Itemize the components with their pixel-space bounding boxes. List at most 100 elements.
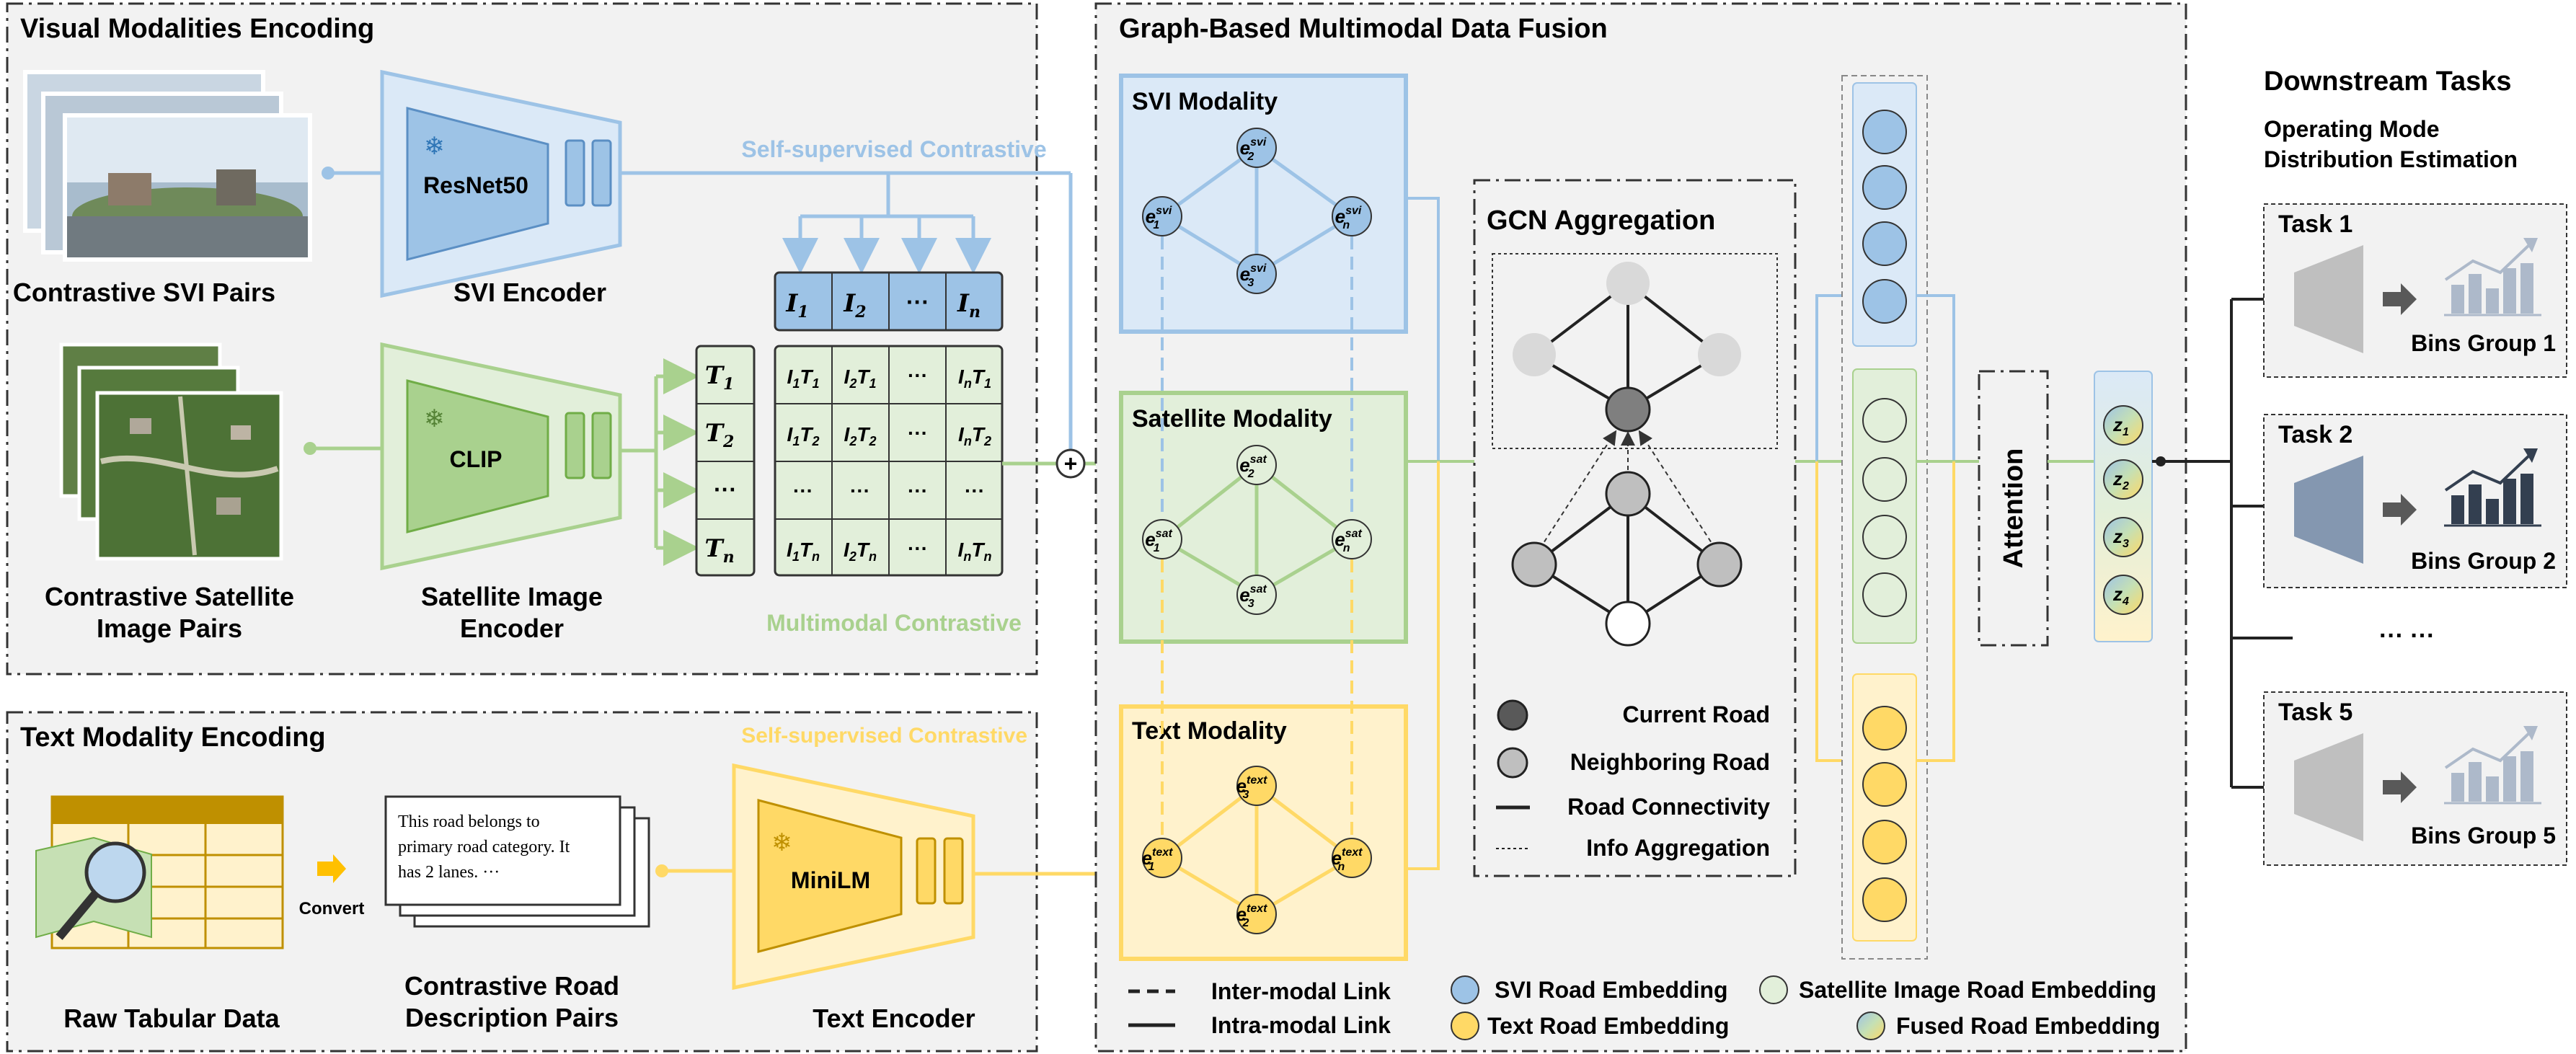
arrow-right-icon [2383,494,2417,526]
magnifier-icon [84,841,146,903]
svi-encoder: ❄ ResNet50 [380,69,622,298]
text-encoder: ❄ MiniLM [732,763,975,991]
attention-label: Attention [1999,448,2029,569]
svg-text:has 2 lanes. ···: has 2 lanes. ··· [398,863,500,882]
svg-text:Neighboring Road: Neighboring Road [1570,749,1770,775]
svg-text:Inter-modal Link: Inter-modal Link [1211,978,1391,1004]
svg-text:Bins Group 5: Bins Group 5 [2411,823,2556,849]
fusion-panel: Graph-Based Multimodal Data Fusion SVI M… [1094,2,2187,1053]
tabular-label: Raw Tabular Data [63,1004,280,1033]
svg-text:Task 1: Task 1 [2278,211,2353,238]
sat-encoder-label-2: Encoder [460,614,564,643]
svg-text:···: ··· [793,479,813,502]
text-encoding-title: Text Modality Encoding [20,722,326,753]
svg-text:Distribution Estimation: Distribution Estimation [2264,146,2518,172]
svi-pairs-label: Contrastive SVI Pairs [13,278,275,307]
svg-text:z3: z3 [2112,526,2129,550]
svi-modality-title: SVI Modality [1132,88,1278,115]
task-1-card: Task 1 Bins Group 1 [2263,203,2567,378]
text-encoding-panel: Text Modality Encoding Self-supervised C… [6,711,1038,1053]
svg-text:+: + [1064,451,1078,477]
sat-pairs-label-1: Contrastive Satellite [45,582,294,611]
fusion-title: Graph-Based Multimodal Data Fusion [1119,14,1608,44]
svg-text:I2Tn: I2Tn [844,539,877,564]
svg-text:I2T2: I2T2 [844,423,877,448]
concat-plus-icon [1055,448,1086,479]
desc-pairs-label-2: Description Pairs [405,1003,619,1032]
svg-text:···: ··· [908,364,928,386]
svg-text:primary road category. It: primary road category. It [398,838,570,856]
svg-text:Task 2: Task 2 [2278,421,2353,448]
frozen-snowflake-icon: ❄ [424,405,445,433]
svg-text:z4: z4 [2112,583,2129,608]
svg-text:··· ···: ··· ··· [2379,622,2435,650]
svg-text:Intra-modal Link: Intra-modal Link [1211,1012,1391,1038]
convert-label: Convert [299,899,365,918]
similarity-matrix: I1T1 I2T1 InT1 I1T2 I2T2 InT2 I1Tn I2Tn … [774,345,1004,577]
svg-text:T2: T2 [705,419,735,451]
gcn-legend: Current Road Neighboring Road Road Conne… [1496,699,1770,861]
arrow-right-icon [2383,283,2417,315]
svg-text:I1: I1 [785,289,808,322]
svg-text:Operating Mode: Operating Mode [2264,116,2440,142]
svg-text:This road belongs to: This road belongs to [398,812,540,831]
svi-backbone-label: ResNet50 [423,172,528,198]
svg-text:InT2: InT2 [958,423,991,448]
svg-text:···: ··· [714,477,737,502]
text-token-column: T1 T2 ··· Tn [695,345,756,577]
gcn-title: GCN Aggregation [1487,205,1715,236]
svg-text:SVI Road Embedding: SVI Road Embedding [1495,977,1728,1003]
svg-text:I2T1: I2T1 [844,366,877,391]
attention-box [1978,370,2049,647]
svg-text:Road Connectivity: Road Connectivity [1567,794,1770,820]
svg-text:z2: z2 [2112,468,2129,492]
multimodal-contrastive-label: Multimodal Contrastive [766,610,1022,636]
svg-text:Current Road: Current Road [1623,701,1770,727]
svg-text:I1T1: I1T1 [787,366,820,391]
sat-backbone-label: CLIP [450,446,503,472]
svg-text:Bins Group 1: Bins Group 1 [2411,330,2556,356]
satellite-modality-title: Satellite Modality [1132,405,1332,433]
text-modality-title: Text Modality [1132,717,1287,745]
svg-text:···: ··· [965,479,985,502]
svg-text:T1: T1 [705,361,735,394]
image-token-row: I1 I2 ··· In [774,271,1004,332]
road-description-stack: This road belongs to primary road catego… [384,795,650,928]
sat-encoder-label-1: Satellite Image [421,582,603,611]
svg-text:Info Aggregation: Info Aggregation [1586,835,1770,861]
svi-image-stack [23,70,312,262]
svg-text:z1: z1 [2112,414,2129,438]
svg-text:···: ··· [906,289,929,315]
bottom-legend: Inter-modal Link Intra-modal Link SVI Ro… [1128,975,2160,1040]
frozen-snowflake-icon: ❄ [424,133,445,160]
svg-text:I1T2: I1T2 [787,423,820,448]
sat-pairs-label-2: Image Pairs [97,614,242,643]
svi-self-supervised-label: Self-supervised Contrastive [741,136,1046,162]
tabular-data-icon [35,795,284,949]
text-self-supervised-label: Self-supervised Contrastive [741,724,1027,748]
arrow-right-icon [2383,771,2417,803]
svg-text:Text Road Embedding: Text Road Embedding [1487,1013,1729,1039]
svg-text:···: ··· [850,479,870,502]
frozen-snowflake-icon: ❄ [771,829,792,856]
svg-text:Task 5: Task 5 [2278,699,2353,726]
svg-text:···: ··· [908,537,928,559]
svg-text:Tn: Tn [704,534,734,567]
svg-text:I2: I2 [843,289,866,322]
downstream-tasks: Downstream Tasks Operating Mode Distribu… [2152,66,2567,866]
svg-text:Fused Road Embedding: Fused Road Embedding [1896,1013,2160,1039]
desc-pairs-label-1: Contrastive Road [404,971,619,1001]
convert-arrow-icon [317,854,346,883]
svg-text:Satellite Image Road Embedding: Satellite Image Road Embedding [1799,977,2156,1003]
